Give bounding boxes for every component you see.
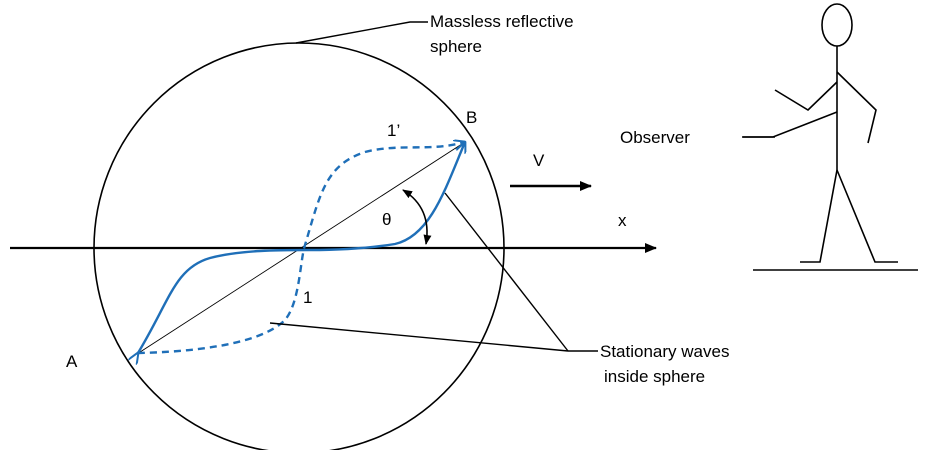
sphere-label-line1: Massless reflective xyxy=(430,12,574,31)
x-axis-label: x xyxy=(618,211,627,230)
reflective-sphere xyxy=(93,42,505,450)
wave-1-prime-dashed xyxy=(137,142,465,355)
point-a-label: A xyxy=(66,352,78,371)
observer-arm-back xyxy=(836,71,877,144)
observer-arm-pointing xyxy=(743,111,838,138)
wave-1-label: 1 xyxy=(303,288,312,307)
waves-leader-lower xyxy=(269,322,569,352)
stationary-waves-label-line2: inside sphere xyxy=(604,367,705,386)
observer-leg-right xyxy=(836,169,898,263)
observer-figure xyxy=(743,3,918,271)
waves-leader-upper xyxy=(444,192,569,352)
theta-label: θ xyxy=(382,210,391,229)
observer-head xyxy=(821,3,853,47)
observer-label: Observer xyxy=(620,128,690,147)
point-b-label: B xyxy=(466,108,477,127)
sphere-label-line2: sphere xyxy=(430,37,482,56)
theta-angle-arc xyxy=(402,189,432,245)
velocity-label: V xyxy=(533,151,545,170)
stationary-waves-label-line1: Stationary waves xyxy=(600,342,729,361)
sphere-label-leader xyxy=(295,21,428,44)
observer-arm-raised xyxy=(774,81,838,112)
wave-1-prime-label: 1’ xyxy=(387,121,400,140)
observer-leg-left xyxy=(800,169,838,263)
